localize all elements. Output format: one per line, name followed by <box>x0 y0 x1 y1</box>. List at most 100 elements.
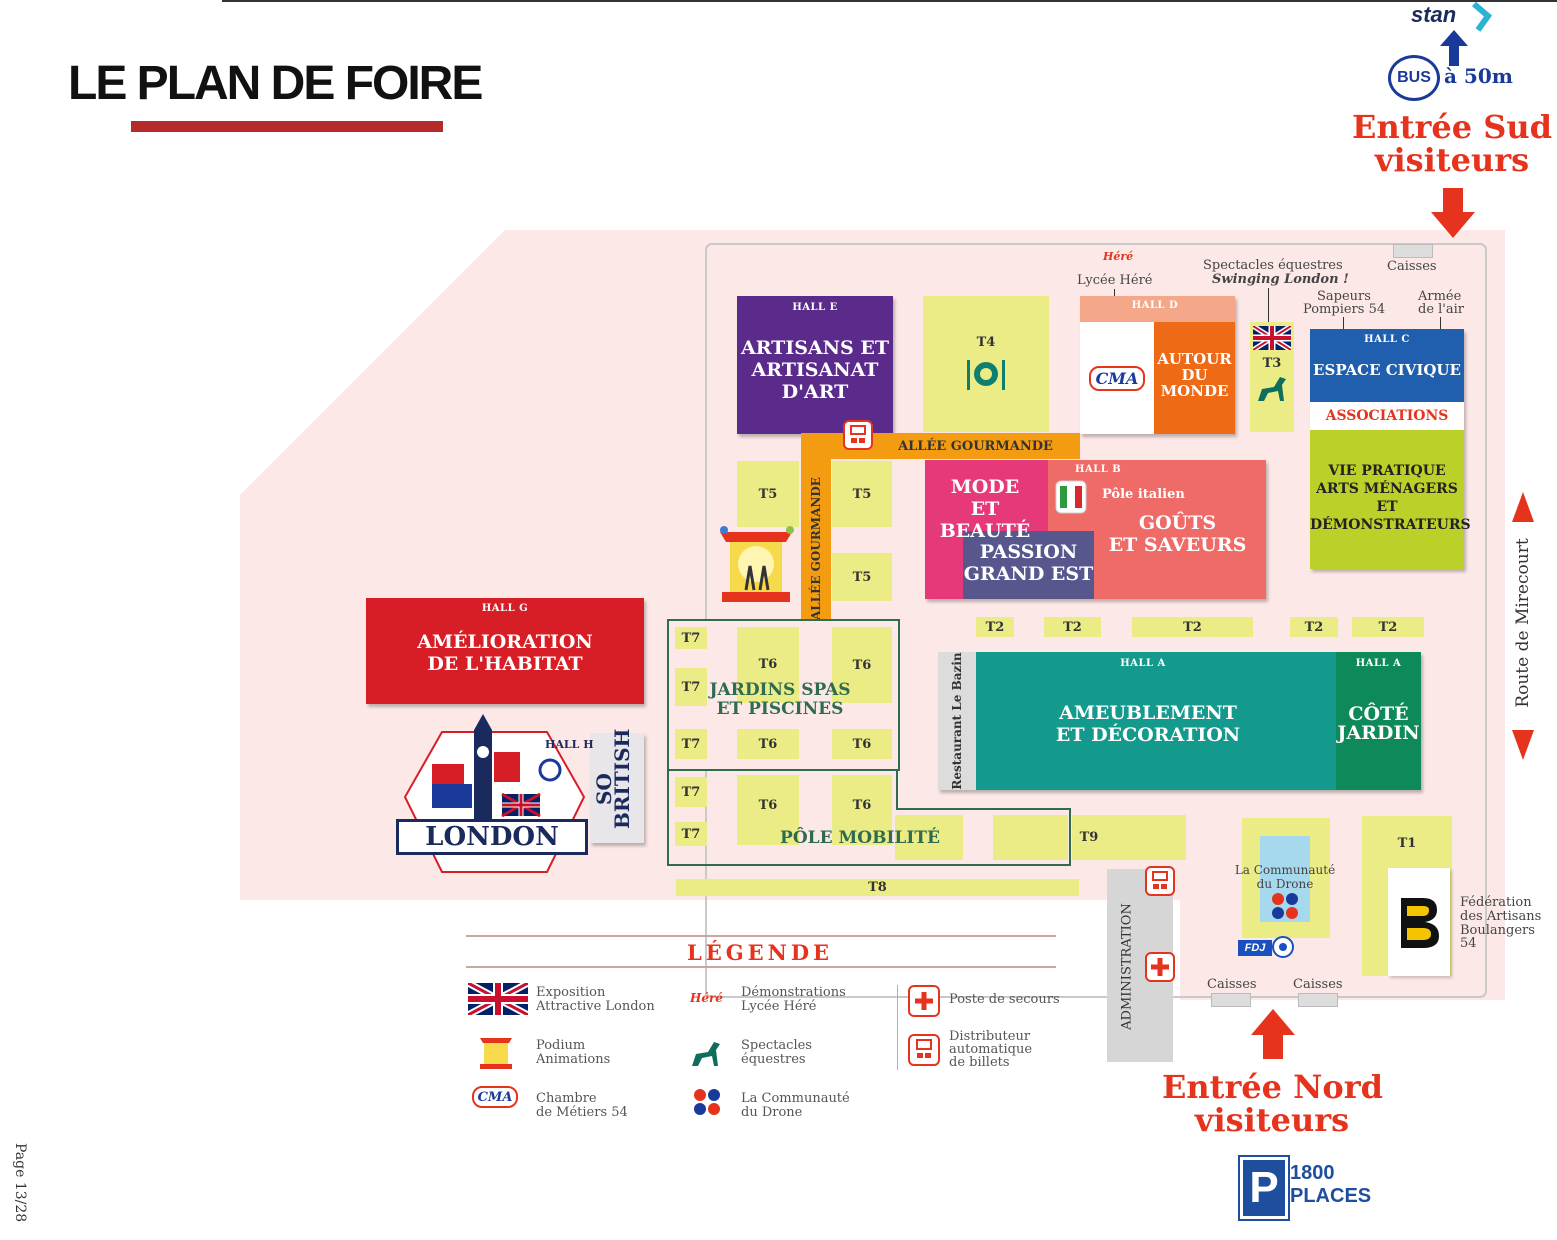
stand-t2-e[interactable]: T2 <box>1352 617 1424 637</box>
entree-nord-line2: visiteurs <box>1194 1101 1350 1139</box>
stand-t5-b[interactable]: T5 <box>832 461 892 527</box>
stand-t7-e[interactable]: T7 <box>675 822 707 846</box>
hall-a-title-1: AMEUBLEMENT <box>1059 702 1237 724</box>
stand-t5-a[interactable]: T5 <box>737 461 799 527</box>
stand-t8[interactable]: T8 <box>676 879 1079 896</box>
stan-logo: stan <box>1411 2 1457 27</box>
legend-rule-bottom <box>466 966 1056 968</box>
stand-t4[interactable]: T4 <box>923 296 1049 432</box>
legend-here-1: Démonstrations <box>741 985 846 1000</box>
associations-label: ASSOCIATIONS <box>1325 408 1449 424</box>
podium-animations-icon <box>720 526 794 602</box>
stand-mobilite-extra-2[interactable] <box>993 815 1068 860</box>
lycee-here-label: Lycée Héré <box>1077 273 1153 288</box>
hall-g[interactable]: HALL G AMÉLIORATION DE L'HABITAT <box>366 598 644 704</box>
passion-grand-est-2: GRAND EST <box>963 563 1094 585</box>
italian-flag-icon <box>1055 480 1087 514</box>
pole-mobilite-zone[interactable] <box>660 765 1080 875</box>
stand-t2-e-label: T2 <box>1378 619 1398 635</box>
stand-t6-c[interactable]: T6 <box>737 729 799 759</box>
armee-label-1: Armée <box>1418 289 1462 304</box>
pole-mobilite-title: PÔLE MOBILITÉ <box>780 828 940 848</box>
federation-label-3: Boulangers <box>1460 923 1535 938</box>
hall-c[interactable]: HALL C ESPACE CIVIQUE ASSOCIATIONS VIE P… <box>1310 329 1471 569</box>
so-british-panel[interactable]: SO BRITISH <box>590 729 644 843</box>
drone-label-2: du Drone <box>1256 877 1314 891</box>
legend-drone-2: du Drone <box>741 1105 803 1120</box>
bus-distance: à 50m <box>1444 64 1513 88</box>
stand-t3[interactable]: T3 <box>1250 322 1294 432</box>
hall-b[interactable]: HALL B MODE ET BEAUTÉ Pôle italien GOÛTS… <box>925 460 1266 599</box>
stand-t2-c[interactable]: T2 <box>1132 617 1253 637</box>
hall-e-title-1: ARTISANS ET <box>740 337 889 359</box>
stand-t6-a[interactable]: T6 <box>737 627 799 703</box>
legend-horse-icon <box>692 1042 720 1066</box>
hall-e[interactable]: HALL E ARTISANS ET ARTISANAT D'ART <box>737 296 893 434</box>
hall-b-label: HALL B <box>1075 464 1122 475</box>
first-aid-icon <box>1145 952 1175 982</box>
allee-h-label: ALLÉE GOURMANDE <box>898 438 1053 454</box>
hall-a-title-2: ET DÉCORATION <box>1055 724 1241 746</box>
cote-jardin-zone <box>1336 652 1421 790</box>
stand-t5-c[interactable]: T5 <box>832 553 892 601</box>
fdj-logo: FDJ <box>1238 940 1272 956</box>
hall-g-title-1: AMÉLIORATION <box>417 631 593 653</box>
legend-london-2: Attractive London <box>536 999 655 1014</box>
stand-t6-b[interactable]: T6 <box>832 627 892 703</box>
passion-grand-est-zone <box>963 531 1094 599</box>
stand-t2-d[interactable]: T2 <box>1290 617 1338 637</box>
stand-t6-f[interactable]: T6 <box>832 775 892 845</box>
page-title: LE PLAN DE FOIRE <box>68 57 483 110</box>
federation-label-4: 54 <box>1460 936 1477 951</box>
restaurant-zone <box>938 652 976 790</box>
legend-podium-icon <box>480 1038 512 1069</box>
hall-h-label: HALL H <box>545 738 594 751</box>
stand-t8-label: T8 <box>868 880 887 895</box>
road-label: Route de Mirecourt <box>1513 538 1533 708</box>
allee-gourmande-vertical[interactable]: ALLÉE GOURMANDE <box>801 433 831 639</box>
cma-logo: CMA <box>1088 365 1146 391</box>
stand-t2-a[interactable]: T2 <box>976 617 1014 637</box>
legend-spectacles-1: Spectacles <box>741 1038 812 1053</box>
hall-d[interactable]: HALL D CMA AUTOUR DU MONDE <box>1080 296 1235 434</box>
stand-t7-c[interactable]: T7 <box>675 729 707 759</box>
horse-icon <box>1258 377 1286 401</box>
fdj-clover-icon <box>1272 936 1294 958</box>
legend-divider <box>897 985 898 1070</box>
arrow-up-icon <box>1440 30 1468 66</box>
entree-sud-line2: visiteurs <box>1374 141 1530 179</box>
stand-t6-b-label: T6 <box>852 657 872 673</box>
restaurant-icon <box>967 359 1005 390</box>
stand-t6-d-label: T6 <box>852 736 872 752</box>
stand-t7-b[interactable]: T7 <box>675 668 707 706</box>
legend-secours: Poste de secours <box>949 992 1060 1007</box>
caisses-south-box <box>1393 244 1433 258</box>
spectacles-label-1: Spectacles équestres <box>1203 258 1343 273</box>
allee-v-label: ALLÉE GOURMANDE <box>809 477 823 620</box>
stand-t3-label: T3 <box>1262 356 1282 371</box>
parking-unit: PLACES <box>1290 1185 1372 1207</box>
stand-t9[interactable]: T9 <box>1072 815 1186 860</box>
gouts-saveurs-2: ET SAVEURS <box>1108 534 1247 556</box>
pole-italien-label: Pôle italien <box>1102 487 1185 502</box>
hall-d-title-2: DU MONDE <box>1160 366 1229 400</box>
top-rule <box>222 0 1557 2</box>
stand-mobilite-extra-1[interactable] <box>895 815 963 860</box>
legend-drone-icon <box>694 1089 720 1115</box>
hall-a[interactable]: Restaurant Le Bazin HALL A HALL A AMEUBL… <box>938 652 1421 790</box>
caisses-north-box-2 <box>1298 993 1338 1007</box>
hall-c-bottom-1: VIE PRATIQUE <box>1328 463 1446 479</box>
stand-t6-d[interactable]: T6 <box>832 729 892 759</box>
entree-sud-line1: Entrée Sud <box>1352 108 1552 146</box>
stand-t6-e[interactable]: T6 <box>737 775 799 845</box>
stand-t5-c-label: T5 <box>852 569 872 585</box>
stand-t2-b[interactable]: T2 <box>1044 617 1101 637</box>
stand-t4-label: T4 <box>976 334 996 350</box>
caisses-south-label: Caisses <box>1387 259 1437 274</box>
restaurant-label: Restaurant Le Bazin <box>950 652 964 790</box>
armee-label-2: de l'air <box>1418 302 1465 317</box>
union-jack-icon <box>1253 326 1291 350</box>
legend-london-1: Exposition <box>536 985 606 1000</box>
stand-t7-d[interactable]: T7 <box>675 777 707 807</box>
stand-t7-a[interactable]: T7 <box>675 627 707 649</box>
